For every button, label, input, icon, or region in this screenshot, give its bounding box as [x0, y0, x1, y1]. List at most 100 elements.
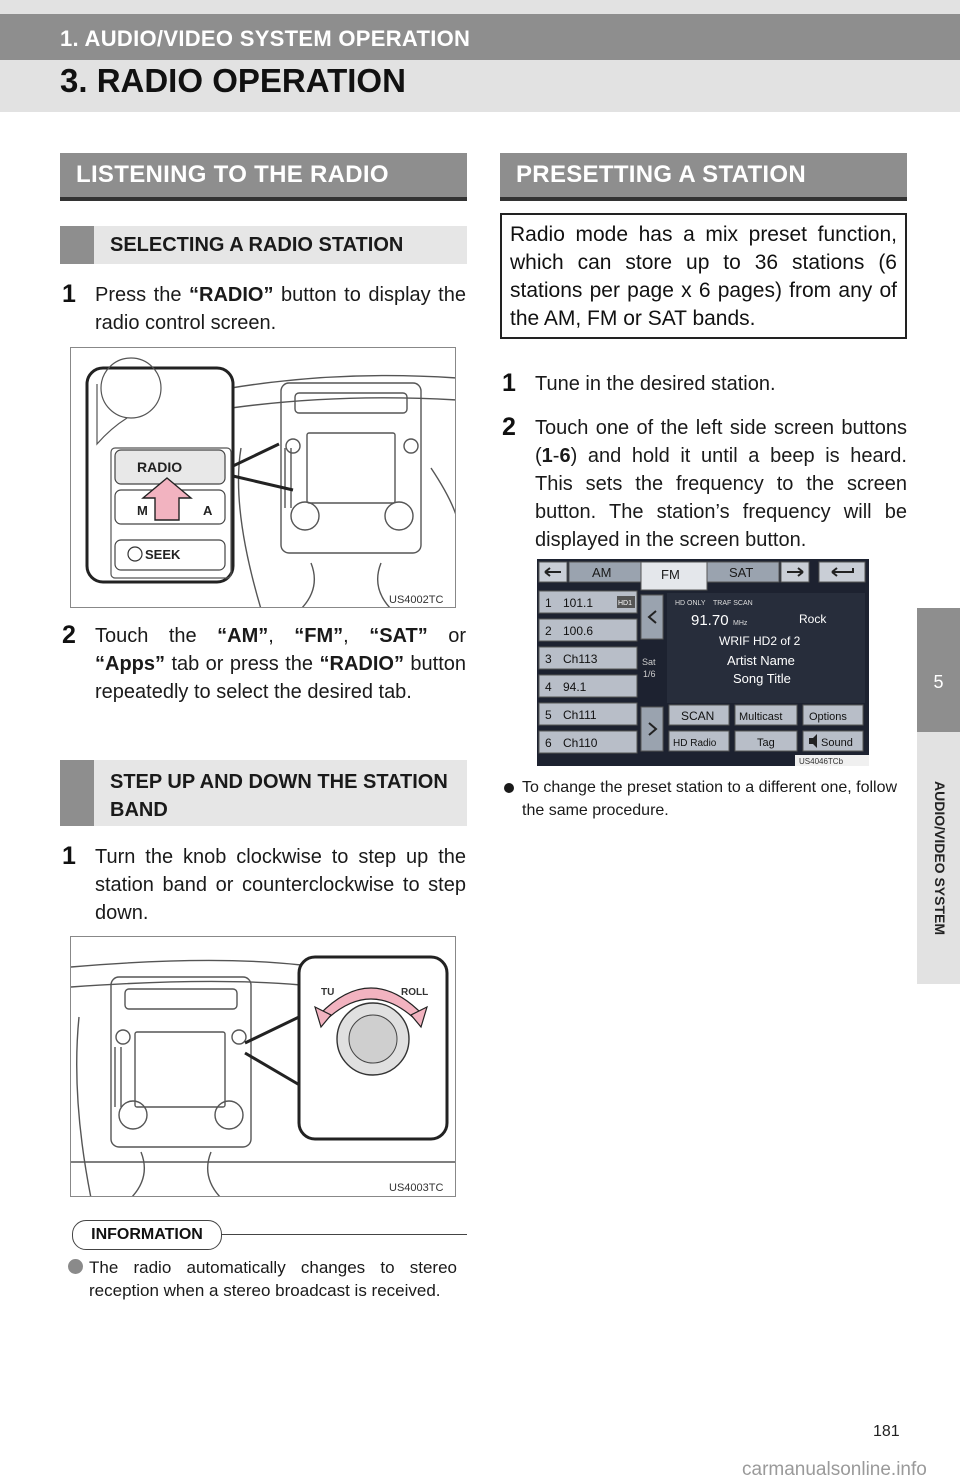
radio-screen-figure: AM FM SAT 1 101.1 HD1 2 100.6 3 Ch113 4 … — [537, 559, 869, 766]
figure-code: US4046TCb — [799, 757, 844, 766]
page-indicator: Sat — [642, 657, 656, 667]
page-down-button[interactable] — [640, 706, 664, 752]
section-header-listening: LISTENING TO THE RADIO — [60, 153, 467, 201]
svg-text:4: 4 — [545, 680, 552, 694]
subsection-header-step-band: STEP UP AND DOWN THE STATION BAND — [60, 760, 467, 826]
chapter-tab-label-area — [917, 732, 960, 984]
svg-text:6: 6 — [545, 736, 552, 750]
status-traf-scan: TRAF SCAN — [713, 600, 753, 607]
svg-text:Ch110: Ch110 — [563, 736, 598, 750]
information-rule — [222, 1234, 467, 1235]
scan-button[interactable] — [668, 704, 730, 726]
information-text: The radio automatically changes to stere… — [89, 1258, 457, 1300]
subsection-title: STEP UP AND DOWN THE STATION BAND — [110, 771, 448, 821]
step-text-turn-knob: Turn the knob clockwise to step up the s… — [95, 846, 466, 924]
subsection-marker — [60, 226, 94, 264]
frequency-unit: MHz — [733, 620, 748, 627]
genre: Rock — [799, 612, 827, 626]
svg-text:Sound: Sound — [821, 737, 853, 749]
svg-text:Multicast: Multicast — [739, 711, 782, 723]
sound-button[interactable] — [802, 730, 864, 752]
page-up-button[interactable] — [640, 594, 664, 640]
preset-button-5[interactable] — [538, 702, 638, 726]
press-arrow-icon — [141, 477, 193, 521]
svg-text:SCAN: SCAN — [681, 709, 714, 723]
preset-button-3[interactable] — [538, 646, 638, 670]
speaker-icon — [809, 734, 817, 748]
chapter-tab-label: AUDIO/VIDEO SYSTEM — [932, 780, 948, 936]
svg-text:1: 1 — [545, 596, 552, 610]
tab-fm[interactable] — [640, 561, 708, 591]
svg-text:94.1: 94.1 — [563, 680, 587, 694]
hd-radio-button[interactable] — [668, 730, 730, 752]
figure-label-media-left: M — [137, 503, 148, 518]
preset-button-6[interactable] — [538, 730, 638, 754]
options-button[interactable] — [802, 704, 864, 726]
svg-text:Tag: Tag — [757, 737, 775, 749]
figure-label-radio: RADIO — [137, 459, 182, 475]
step-number: 2 — [502, 413, 516, 441]
bullet-text: To change the preset station to a differ… — [522, 779, 898, 819]
bullet-dot-icon — [68, 1259, 83, 1274]
svg-text:AM: AM — [592, 565, 612, 580]
tab-sat[interactable] — [706, 561, 780, 583]
section-header-presetting: PRESETTING A STATION — [500, 153, 907, 201]
svg-text:Ch111: Ch111 — [563, 708, 597, 722]
chapter-tab — [917, 608, 960, 732]
radio-screen: AM FM SAT 1 101.1 HD1 2 100.6 3 Ch113 4 … — [537, 559, 869, 766]
subsection-marker — [60, 760, 94, 826]
svg-text:HD Radio: HD Radio — [673, 738, 717, 749]
step-text-tune: Tune in the desired station. — [535, 373, 776, 395]
information-label: INFORMATION — [72, 1220, 222, 1250]
svg-text:SAT: SAT — [729, 565, 753, 580]
svg-text:HD1: HD1 — [618, 600, 632, 607]
svg-text:2: 2 — [545, 624, 552, 638]
page-title: 3. RADIO OPERATION — [60, 62, 406, 99]
subsection-header-selecting: SELECTING A RADIO STATION — [60, 226, 467, 264]
chapter-title: 1. AUDIO/VIDEO SYSTEM OPERATION — [60, 26, 471, 51]
tag-button[interactable] — [734, 730, 798, 752]
svg-text:3: 3 — [545, 652, 552, 666]
svg-text:Ch113: Ch113 — [563, 652, 598, 666]
page-number: 181 — [873, 1423, 900, 1440]
tune-knob-illustration: TU ROLL US4003TC — [71, 955, 455, 1196]
figure-label-media-right: A — [203, 503, 213, 518]
step-text-select-tab: Touch the “AM”, “FM”, “SAT” or “Apps” ta… — [95, 625, 466, 703]
step-text-press-radio: Press the “RADIO” button to display the … — [95, 284, 466, 334]
figure-label-tune: TU — [321, 987, 334, 998]
watermark: carmanualsonline.info — [742, 1459, 927, 1480]
page-indicator: 1/6 — [643, 669, 656, 679]
step-number: 1 — [62, 280, 76, 308]
current-frequency: 91.70 — [691, 612, 729, 629]
radio-button-illustration: RADIO M A SEEK US4002TC — [85, 357, 455, 607]
bullet-dot-icon — [504, 783, 514, 793]
step-number: 2 — [62, 621, 76, 649]
subsection-title: SELECTING A RADIO STATION — [110, 234, 404, 256]
figure-tune-knob: TU ROLL US4003TC — [70, 936, 456, 1197]
song-title: Song Title — [733, 671, 791, 686]
figure-code: US4002TC — [389, 594, 443, 606]
svg-text:FM: FM — [661, 567, 680, 582]
chapter-bar — [0, 14, 960, 60]
figure-code: US4003TC — [389, 1182, 443, 1194]
step-text-hold-preset: Touch one of the left side screen button… — [535, 417, 907, 551]
multicast-button[interactable] — [734, 704, 798, 726]
station-name: WRIF HD2 of 2 — [719, 634, 801, 648]
preset-button-4[interactable] — [538, 674, 638, 698]
seek-icon — [127, 546, 143, 562]
svg-text:5: 5 — [545, 708, 552, 722]
preset-button-1[interactable] — [538, 590, 638, 614]
status-hd-only: HD ONLY — [675, 600, 706, 607]
svg-text:101.1: 101.1 — [563, 596, 593, 610]
step-number: 1 — [62, 842, 76, 870]
preset-button-2[interactable] — [538, 618, 638, 642]
artist-name: Artist Name — [727, 653, 795, 668]
figure-label-scroll: ROLL — [401, 987, 428, 998]
figure-radio-button: RADIO M A SEEK US4002TC — [70, 347, 456, 608]
figure-label-seek: SEEK — [145, 547, 181, 562]
chapter-tab-number: 5 — [933, 672, 944, 692]
step-number: 1 — [502, 369, 516, 397]
preset-info-box: Radio mode has a mix preset function, wh… — [500, 213, 907, 339]
svg-text:100.6: 100.6 — [563, 624, 593, 638]
svg-text:Options: Options — [809, 711, 847, 723]
